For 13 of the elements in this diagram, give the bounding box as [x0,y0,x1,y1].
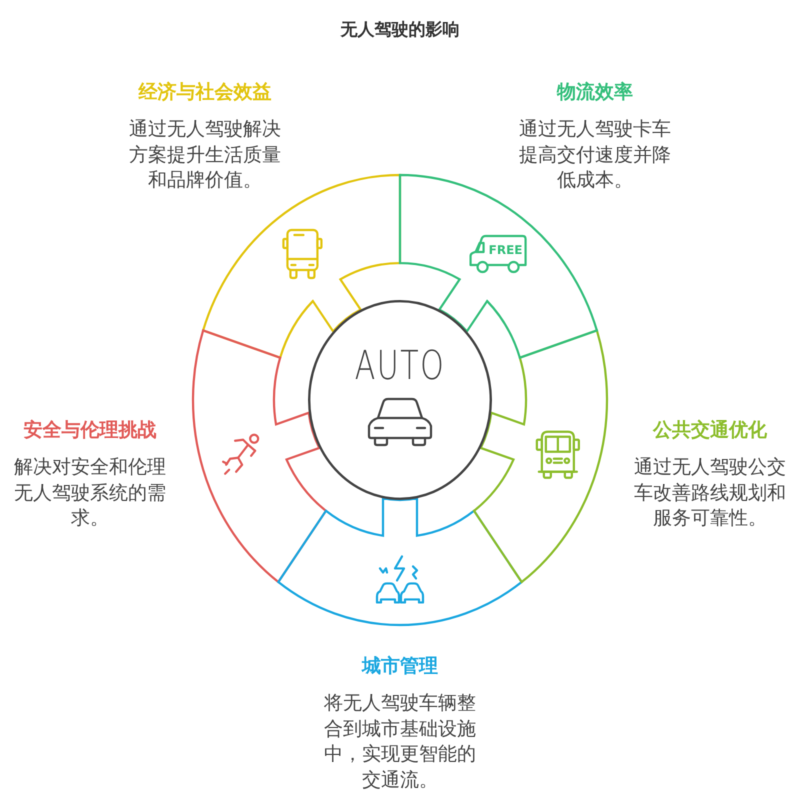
segment-description: 解决对安全和伦理无人驾驶系统的需求。 [13,455,167,531]
segment-description: 通过无人驾驶解决方案提升生活质量和品牌价值。 [128,117,282,193]
segment-heading: 经济与社会效益 [137,80,272,105]
center-label: AUTO [354,346,446,386]
diagram-title: 无人驾驶的影响 [339,19,460,42]
segment-description: 将无人驾驶车辆整合到城市基础设施中，实现更智能的交通流。 [323,691,477,792]
segment-description: 通过无人驾驶卡车提高交付速度并降低成本。 [518,117,672,193]
segment-heading: 物流效率 [556,80,634,105]
truck-lettering: FREE [488,244,522,257]
segment-heading: 公共交通优化 [652,418,768,443]
segment-description: 通过无人驾驶公交车改善路线规划和服务可靠性。 [633,455,787,531]
segment-heading: 城市管理 [360,654,439,679]
segment-heading: 安全与伦理挑战 [22,418,158,443]
